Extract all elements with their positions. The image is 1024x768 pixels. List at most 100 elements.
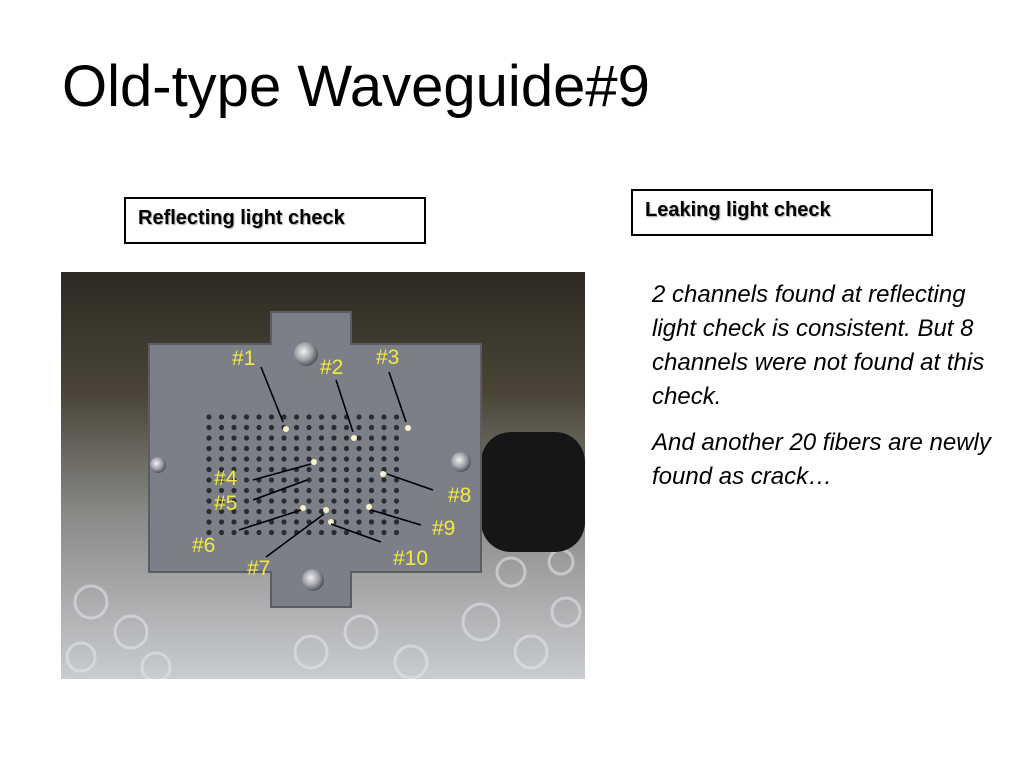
fiber-hole xyxy=(306,456,312,462)
fiber-hole xyxy=(281,435,287,441)
screw-icon xyxy=(451,452,471,472)
photo-label-8: #8 xyxy=(448,484,471,507)
photo-label-1: #1 xyxy=(232,347,255,370)
fiber-hole xyxy=(368,477,375,483)
fiber-hole xyxy=(243,466,250,473)
fiber-hole xyxy=(218,466,225,473)
fiber-hole xyxy=(231,414,237,420)
fiber-hole xyxy=(343,487,350,494)
fiber-hole xyxy=(356,435,362,441)
fiber-hole xyxy=(306,498,312,504)
fiber-hole xyxy=(268,456,275,462)
fiber-hole xyxy=(331,487,337,494)
slide-title: Old-type Waveguide#9 xyxy=(62,54,650,119)
fiber-hole xyxy=(331,498,337,504)
photo-label-4: #4 xyxy=(214,467,238,490)
fiber-hole xyxy=(218,424,225,431)
fiber-hole xyxy=(356,424,362,431)
fiber-hole xyxy=(368,487,375,494)
fiber-hole xyxy=(218,445,225,452)
fiber-hole xyxy=(256,435,262,441)
fiber-hole xyxy=(343,424,350,431)
fiber-hole xyxy=(243,445,250,452)
fiber-hole xyxy=(393,466,400,473)
fiber-hole xyxy=(331,466,337,473)
fiber-hole xyxy=(231,508,237,515)
fiber-hole xyxy=(306,466,312,473)
fiber-hole xyxy=(356,498,362,504)
fiber-hole xyxy=(381,498,387,504)
fiber-hole xyxy=(206,487,212,494)
fiber-hole xyxy=(381,519,387,525)
photo-label-5: #5 xyxy=(214,492,237,515)
fiber-hole xyxy=(268,508,275,515)
fiber-hole xyxy=(231,456,237,462)
fiber-hole xyxy=(356,414,362,420)
fiber-hole xyxy=(306,424,312,431)
fiber-hole xyxy=(368,529,375,536)
fiber-hole xyxy=(368,445,375,452)
fiber-hole xyxy=(356,487,362,494)
fiber-hole xyxy=(218,529,225,536)
fiber-hole xyxy=(393,477,400,483)
fiber-hole xyxy=(243,508,250,515)
fiber-hole xyxy=(381,477,387,483)
fiber-hole xyxy=(381,445,387,452)
fiber-hole xyxy=(268,414,275,420)
leaking-light-check-label: Leaking light check xyxy=(645,199,831,221)
fiber-hole xyxy=(343,456,350,462)
fiber-hole xyxy=(243,456,250,462)
fiber-hole xyxy=(331,435,337,441)
fiber-hole xyxy=(206,435,212,441)
fiber-hole xyxy=(331,424,337,431)
fiber-hole xyxy=(343,477,350,483)
fiber-hole xyxy=(268,487,275,494)
fiber-hole xyxy=(343,519,350,525)
fiber-hole xyxy=(318,445,325,452)
fiber-hole xyxy=(368,435,375,441)
screw-icon xyxy=(294,342,318,366)
fiber-hole xyxy=(306,414,312,420)
fiber-hole xyxy=(318,424,325,431)
fiber-hole xyxy=(356,445,362,452)
fiber-hole xyxy=(281,529,287,536)
fiber-hole xyxy=(356,477,362,483)
fiber-hole xyxy=(293,414,300,420)
fiber-hole xyxy=(293,445,300,452)
photo-label-2: #2 xyxy=(320,356,343,379)
fiber-hole xyxy=(231,498,237,504)
fiber-hole xyxy=(293,477,300,483)
fiber-hole xyxy=(306,445,312,452)
fiber-hole xyxy=(368,424,375,431)
fiber-hole xyxy=(318,529,325,536)
fiber-hole xyxy=(243,424,250,431)
fiber-hole xyxy=(381,456,387,462)
fiber-hole xyxy=(256,424,262,431)
fiber-hole xyxy=(343,466,350,473)
body-paragraph-1: 2 channels found at reflecting light che… xyxy=(652,281,985,410)
fiber-hole xyxy=(231,477,237,483)
fiber-hole xyxy=(281,498,287,504)
fiber-hole xyxy=(256,414,262,420)
fiber-hole xyxy=(343,445,350,452)
fiber-hole xyxy=(243,414,250,420)
fiber-hole xyxy=(306,435,312,441)
fiber-hole xyxy=(218,435,225,441)
fiber-hole xyxy=(206,414,212,420)
fiber-hole xyxy=(331,456,337,462)
photo-label-10: #10 xyxy=(393,547,428,570)
fiber-hole xyxy=(218,498,225,504)
fiber-hole xyxy=(231,466,237,473)
fiber-hole xyxy=(281,414,287,420)
fiber-hole xyxy=(281,456,287,462)
fiber-hole xyxy=(318,435,325,441)
fiber-hole xyxy=(243,477,250,483)
fiber-hole xyxy=(206,519,212,525)
fiber-hole xyxy=(393,519,400,525)
leaking-light-check-box: Leaking light check xyxy=(631,189,933,236)
photo-label-7: #7 xyxy=(247,557,270,580)
fiber-hole xyxy=(306,508,312,515)
fiber-hole xyxy=(393,424,400,431)
fiber-hole xyxy=(343,508,350,515)
fiber-hole xyxy=(331,529,337,536)
